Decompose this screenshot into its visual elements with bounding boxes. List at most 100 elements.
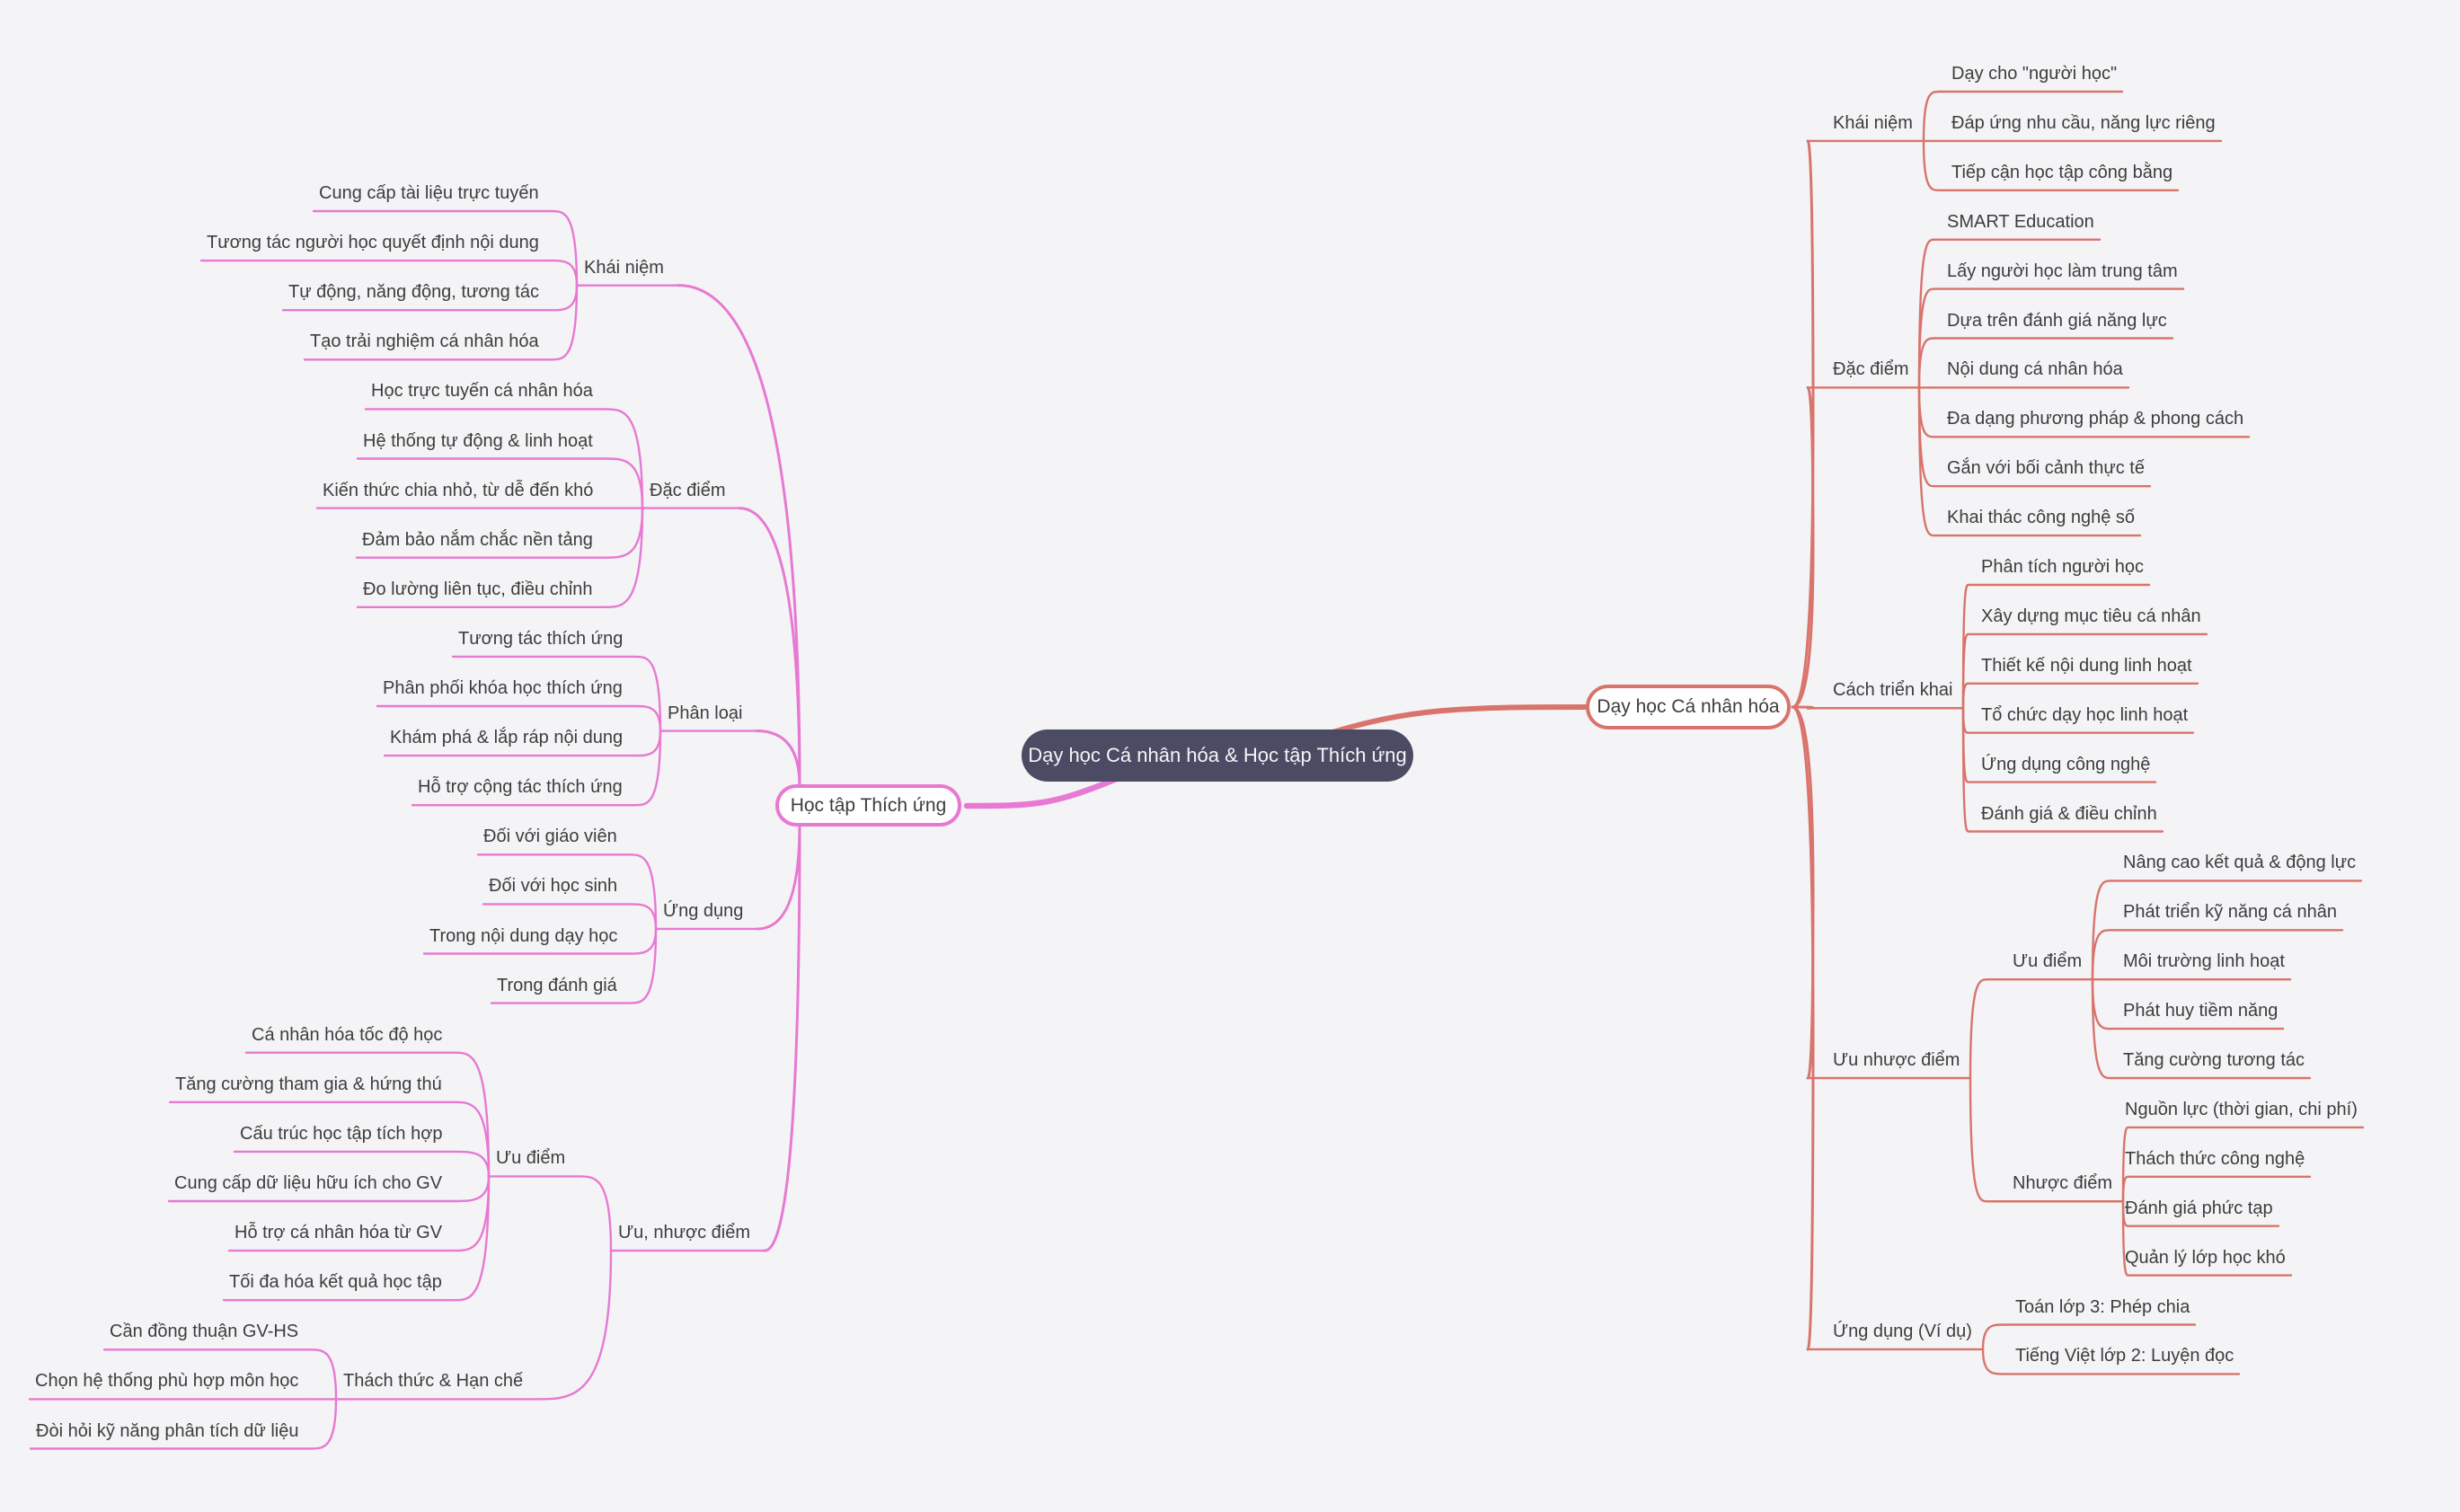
branch-label[interactable]: Đặc điểm (650, 480, 726, 500)
leaf-node[interactable]: Hỗ trợ cá nhân hóa từ GV (234, 1223, 443, 1243)
leaf-node[interactable]: Trong đánh giá (497, 975, 617, 995)
leaf-node[interactable]: Đảm bảo nắm chắc nền tảng (362, 529, 593, 550)
leaf-node[interactable]: Tiếng Việt lớp 2: Luyện đọc (2015, 1346, 2234, 1366)
link-line (1327, 704, 1590, 736)
leaf-node[interactable]: Quản lý lớp học khó (2125, 1247, 2286, 1268)
leaf-node[interactable]: Đánh giá phức tạp (2125, 1198, 2273, 1218)
leaf-node[interactable]: Kiến thức chia nhỏ, từ dễ đến khó (323, 480, 594, 500)
leaf-node[interactable]: Đa dạng phương pháp & phong cách (1947, 409, 2244, 429)
leaf-node[interactable]: Tự động, năng động, tương tác (288, 282, 539, 303)
link-line (633, 729, 662, 757)
branch-label[interactable]: Ứng dụng (663, 900, 744, 921)
leaf-node[interactable]: Phát huy tiềm năng (2123, 1001, 2279, 1021)
leaf-node[interactable]: Dạy cho "người học" (1951, 64, 2118, 84)
leaf-node[interactable]: Cung cấp tài liệu trực tuyến (319, 183, 539, 203)
leaf-node[interactable]: Khám phá & lắp ráp nội dung (390, 728, 624, 748)
leaf-node[interactable]: Trong nội dung dạy học (429, 925, 618, 946)
link-line (604, 507, 644, 559)
leaf-node[interactable]: Phân tích người học (1981, 557, 2145, 577)
leaf-node[interactable]: Cung cấp dữ liệu hữu ích cho GV (174, 1173, 443, 1193)
link-line (963, 774, 1122, 809)
leaf-node[interactable]: Đòi hỏi kỹ năng phân tích dữ liệu (36, 1420, 299, 1441)
link-line (1922, 90, 1941, 143)
leaf-node[interactable]: Khai thác công nghệ số (1947, 508, 2136, 528)
leaf-node[interactable]: Đối với giáo viên (483, 827, 617, 847)
leaf-node[interactable]: Môi trường linh hoạt (2123, 951, 2285, 972)
link-line (1969, 1076, 1989, 1203)
link-line (1969, 978, 1989, 1080)
leaf-node[interactable]: Học trực tuyến cá nhân hóa (371, 381, 593, 402)
link-line (550, 259, 579, 287)
leaf-node[interactable]: Đo lường liên tục, điều chỉnh (363, 579, 593, 599)
link-line (1917, 337, 1936, 389)
branch-label[interactable]: Phân loại (668, 703, 743, 723)
link-line (628, 853, 658, 931)
link-line (755, 729, 801, 788)
leaf-node[interactable]: Cá nhân hóa tốc độ học (252, 1024, 443, 1045)
branch-label[interactable]: Ưu, nhược điểm (618, 1223, 750, 1243)
link-line (453, 1175, 491, 1252)
leaf-node[interactable]: Dựa trên đánh giá năng lực (1947, 310, 2167, 331)
branch-label[interactable]: Ưu nhược điểm (1833, 1050, 1960, 1070)
leaf-node[interactable]: Hỗ trợ cộng tác thích ứng (418, 777, 623, 798)
leaf-node[interactable]: Cần đồng thuận GV-HS (110, 1322, 299, 1342)
link-line (1791, 139, 1815, 709)
leaf-node[interactable]: Nâng cao kết quả & động lực (2123, 853, 2357, 873)
leaf-node[interactable]: Tiếp cận học tập công bằng (1951, 162, 2173, 182)
branch-label[interactable]: Khái niệm (1833, 112, 1913, 133)
leaf-node[interactable]: Thiết kế nội dung linh hoạt (1981, 655, 2192, 676)
leaf-node[interactable]: Cấu trúc học tập tích hợp (240, 1123, 443, 1144)
central-topic-node[interactable]: Dạy học Cá nhân hóa & Học tập Thích ứng (1022, 729, 1413, 782)
leaf-node[interactable]: Tối đa hóa kết quả học tập (229, 1272, 442, 1293)
main-topic-left-node[interactable]: Học tập Thích ứng (775, 784, 961, 827)
link-line (628, 927, 658, 1004)
leaf-node[interactable]: Chọn hệ thống phù hợp môn học (35, 1371, 299, 1392)
leaf-node[interactable]: Tăng cường tham gia & hứng thú (175, 1074, 442, 1094)
link-line (550, 209, 579, 287)
link-line (2091, 880, 2112, 981)
leaf-node[interactable]: Tổ chức dạy học linh hoạt (1981, 704, 2189, 725)
leaf-node[interactable]: Ứng dụng công nghệ (1981, 754, 2151, 774)
leaf-node[interactable]: Gắn với bối cảnh thực tế (1947, 458, 2145, 479)
link-line (550, 284, 579, 312)
branch-label[interactable]: Đặc điểm (1833, 359, 1909, 380)
link-line (2091, 978, 2112, 1030)
link-line (1791, 385, 1815, 709)
branch-label[interactable]: Khái niệm (584, 257, 664, 278)
link-line (453, 1051, 491, 1178)
sub-branch-label[interactable]: Ưu điểm (2013, 951, 2083, 972)
sub-branch-label[interactable]: Thách thức & Hạn chế (343, 1371, 524, 1392)
link-line (633, 704, 662, 732)
sub-branch-label[interactable]: Nhược điểm (2013, 1173, 2112, 1194)
branch-label[interactable]: Cách triển khai (1833, 680, 1953, 701)
leaf-node[interactable]: Tạo trải nghiệm cá nhân hóa (310, 332, 539, 352)
leaf-node[interactable]: Tương tác người học quyết định nội dung (207, 233, 539, 253)
leaf-node[interactable]: SMART Education (1947, 211, 2094, 232)
leaf-node[interactable]: Đáp ứng nhu cầu, năng lực riêng (1951, 112, 2216, 133)
leaf-node[interactable]: Phát triển kỹ năng cá nhân (2123, 902, 2337, 923)
branch-label[interactable]: Ứng dụng (Ví dụ) (1833, 1321, 1972, 1341)
main-topic-right-node[interactable]: Dạy học Cá nhân hóa (1586, 685, 1791, 729)
leaf-node[interactable]: Thách thức công nghệ (2125, 1148, 2305, 1169)
sub-branch-label[interactable]: Ưu điểm (496, 1148, 566, 1169)
link-line (1791, 705, 1815, 1351)
leaf-node[interactable]: Xây dựng mục tiêu cá nhân (1981, 606, 2201, 626)
leaf-node[interactable]: Đối với học sinh (489, 876, 618, 897)
leaf-node[interactable]: Phân phối khóa học thích ứng (383, 678, 623, 698)
leaf-node[interactable]: Đánh giá & điều chỉnh (1981, 803, 2157, 824)
link-line (1917, 386, 1936, 537)
link-line (1981, 1323, 2004, 1351)
link-line (604, 408, 644, 509)
main-topic-right-label: Dạy học Cá nhân hóa (1597, 696, 1780, 717)
leaf-node[interactable]: Toán lớp 3: Phép chia (2015, 1296, 2190, 1317)
leaf-node[interactable]: Tương tác thích ứng (458, 628, 624, 649)
leaf-node[interactable]: Hệ thống tự động & linh hoạt (363, 430, 593, 451)
link-line (604, 507, 644, 608)
leaf-node[interactable]: Lấy người học làm trung tâm (1947, 261, 2178, 281)
leaf-node[interactable]: Nội dung cá nhân hóa (1947, 359, 2123, 380)
link-line (550, 284, 579, 361)
leaf-node[interactable]: Tăng cường tương tác (2123, 1050, 2305, 1070)
leaf-node[interactable]: Nguồn lực (thời gian, chi phí) (2125, 1099, 2358, 1119)
link-line (738, 507, 801, 788)
